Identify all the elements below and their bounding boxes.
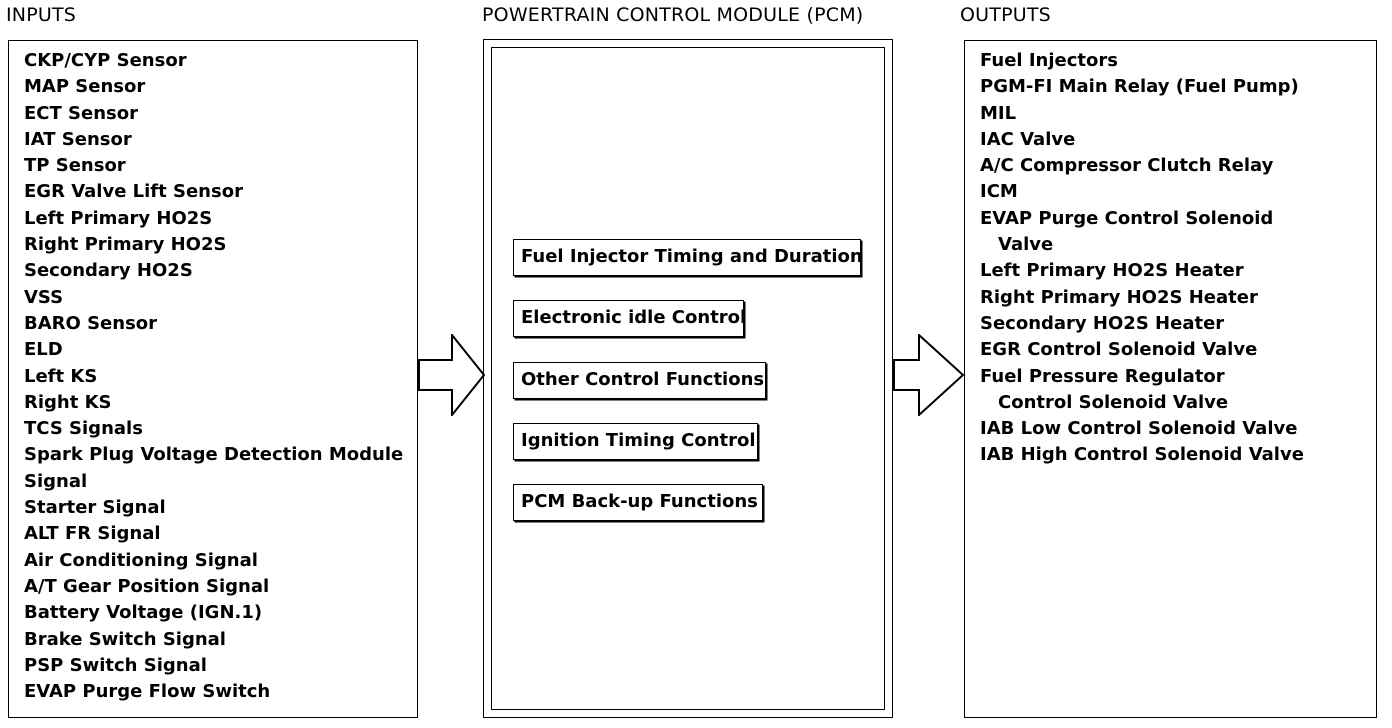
input-item: Secondary HO2S bbox=[24, 260, 193, 282]
outputs-list: Fuel Injectors PGM-FI Main Relay (Fuel P… bbox=[980, 48, 1304, 469]
input-item: CKP/CYP Sensor bbox=[24, 50, 187, 71]
output-item: ICM bbox=[980, 181, 1018, 203]
input-item: A/T Gear Position Signal bbox=[24, 575, 270, 597]
input-item: Right Primary HO2S bbox=[24, 234, 227, 256]
inputs-to-pcm-arrow-icon bbox=[418, 334, 486, 416]
outputs-heading: OUTPUTS bbox=[960, 4, 1051, 26]
input-item: VSS bbox=[24, 286, 64, 308]
input-item: Spark Plug Voltage Detection Module bbox=[24, 444, 404, 466]
output-item: MIL bbox=[980, 102, 1017, 124]
output-item: Valve bbox=[998, 234, 1054, 256]
output-item: A/C Compressor Clutch Relay bbox=[980, 155, 1274, 177]
output-item: Right Primary HO2S Heater bbox=[980, 286, 1258, 308]
input-item: ALT FR Signal bbox=[24, 523, 161, 545]
input-item: TCS Signals bbox=[24, 418, 143, 440]
output-item: EVAP Purge Control Solenoid bbox=[980, 207, 1274, 229]
input-item: ELD bbox=[24, 339, 63, 361]
output-item: Fuel Injectors bbox=[980, 50, 1118, 71]
pcm-function-box: Other Control Functions bbox=[513, 362, 766, 399]
input-item: Starter Signal bbox=[24, 497, 166, 519]
input-item: Battery Voltage (IGN.1) bbox=[24, 602, 263, 624]
output-item: Secondary HO2S Heater bbox=[980, 312, 1225, 334]
pcm-function-box: Fuel Injector Timing and Duration bbox=[513, 239, 863, 276]
input-item: IAT Sensor bbox=[24, 128, 132, 150]
output-item: IAB High Control Solenoid Valve bbox=[980, 444, 1304, 466]
input-item: Left KS bbox=[24, 365, 98, 387]
input-item: ECT Sensor bbox=[24, 102, 138, 124]
pcm-inner-frame bbox=[491, 47, 885, 710]
pcm-function-box: Ignition Timing Control bbox=[513, 423, 758, 460]
output-item: Fuel Pressure Regulator bbox=[980, 365, 1225, 387]
input-item: EGR Valve Lift Sensor bbox=[24, 181, 243, 203]
output-item: EGR Control Solenoid Valve bbox=[980, 339, 1258, 361]
output-item: PGM-FI Main Relay (Fuel Pump) bbox=[980, 76, 1299, 98]
input-item: MAP Sensor bbox=[24, 76, 146, 98]
input-item: EVAP Purge Flow Switch bbox=[24, 681, 271, 703]
input-item: Air Conditioning Signal bbox=[24, 549, 258, 571]
pcm-function-box: Electronic idle Control bbox=[513, 300, 746, 337]
output-item: IAB Low Control Solenoid Valve bbox=[980, 418, 1298, 440]
input-item: TP Sensor bbox=[24, 155, 126, 177]
output-item: Left Primary HO2S Heater bbox=[980, 260, 1244, 282]
input-item: BARO Sensor bbox=[24, 312, 158, 334]
input-item: Right KS bbox=[24, 391, 112, 413]
input-item: Left Primary HO2S bbox=[24, 207, 213, 229]
pcm-panel bbox=[483, 39, 893, 718]
output-item: IAC Valve bbox=[980, 128, 1076, 150]
input-item: PSP Switch Signal bbox=[24, 654, 207, 676]
inputs-panel bbox=[8, 40, 418, 718]
outputs-panel bbox=[964, 40, 1377, 718]
output-item: Control Solenoid Valve bbox=[998, 391, 1229, 413]
pcm-function-box: PCM Back-up Functions bbox=[513, 484, 763, 521]
pcm-heading: POWERTRAIN CONTROL MODULE (PCM) bbox=[482, 4, 864, 26]
inputs-heading: INPUTS bbox=[6, 4, 77, 26]
input-item: Brake Switch Signal bbox=[24, 628, 226, 650]
input-item: Signal bbox=[24, 470, 88, 492]
pcm-to-outputs-arrow-icon bbox=[893, 334, 965, 416]
inputs-list: CKP/CYP Sensor MAP Sensor ECT Sensor IAT… bbox=[24, 48, 403, 705]
